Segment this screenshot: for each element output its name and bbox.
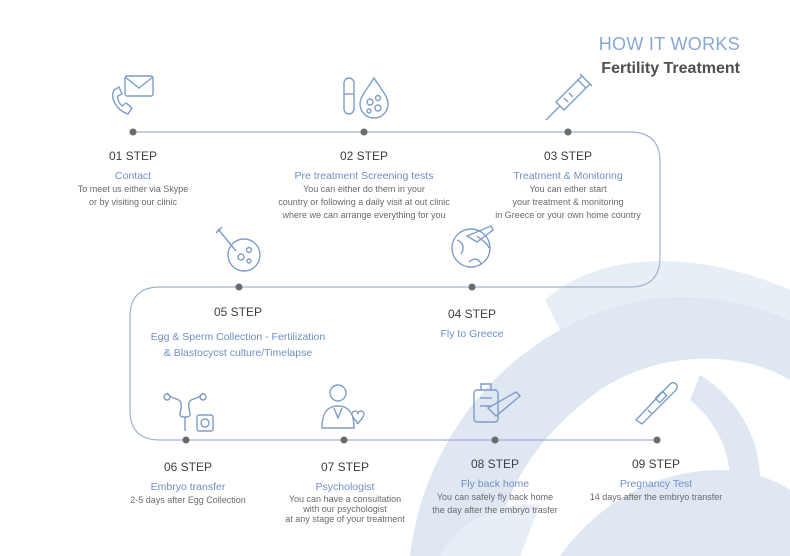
phone-mail-icon <box>112 75 154 115</box>
timeline-dot-2 <box>360 128 368 136</box>
timeline-dot-5 <box>235 283 243 291</box>
test-tube-icon <box>343 76 389 119</box>
timeline-dot-7 <box>340 436 348 444</box>
step-number: 07 STEP <box>320 460 370 474</box>
uterus-icon <box>163 392 214 432</box>
step-desc: your treatment & monitoring <box>512 197 624 207</box>
step-title: Fly back home <box>460 478 530 490</box>
step-title: Pregnancy Test <box>619 478 693 490</box>
step-desc: at any stage of your treatment <box>285 514 405 524</box>
globe-plane-icon <box>451 225 494 268</box>
step-5: 05 STEP Egg & Sperm Collection - Fertili… <box>151 305 326 361</box>
step-3: 03 STEP Treatment & Monitoring You can e… <box>495 149 641 222</box>
step-title: Embryo transfer <box>150 481 226 493</box>
step-desc: where we can arrange everything for you <box>282 210 446 220</box>
step-number: 01 STEP <box>108 149 158 163</box>
petri-dish-icon <box>215 226 261 272</box>
timeline-dot-1 <box>129 128 137 136</box>
step-8: 08 STEP Fly back home You can safely fly… <box>432 457 558 517</box>
step-6: 06 STEP Embryo transfer 2-5 days after E… <box>130 460 246 507</box>
step-number: 06 STEP <box>163 460 213 474</box>
step-desc: To meet us either via Skype <box>77 184 189 194</box>
step-desc: in Greece or your own home country <box>495 210 641 220</box>
step-desc: or by visiting our clinic <box>88 197 178 207</box>
timeline-path <box>129 131 661 441</box>
step-1: 01 STEP Contact To meet us either via Sk… <box>78 149 189 209</box>
step-9: 09 STEP Pregnancy Test 14 days after the… <box>590 457 723 504</box>
page-title: Fertility Treatment <box>601 60 740 77</box>
pregnancy-test-icon <box>634 381 679 425</box>
step-number: 02 STEP <box>339 149 389 163</box>
step-desc: You can have a consultation <box>288 494 402 504</box>
step-title: Treatment & Monitoring <box>513 170 623 182</box>
step-4: 04 STEP Fly to Greece <box>440 307 503 341</box>
timeline-dot-3 <box>564 128 572 136</box>
timeline-dot-6 <box>182 436 190 444</box>
luggage-plane-icon <box>473 383 522 423</box>
watermark-logo <box>410 261 790 556</box>
step-7: 07 STEP Psychologist You can have a cons… <box>285 460 405 524</box>
step-number: 03 STEP <box>543 149 593 163</box>
step-title: Psychologist <box>315 481 375 493</box>
step-title: Pre treatment Screening tests <box>294 170 434 182</box>
step-number: 09 STEP <box>631 457 681 471</box>
timeline-dot-4 <box>468 283 476 291</box>
step-2: 02 STEP Pre treatment Screening tests Yo… <box>278 149 450 222</box>
step-desc: 14 days after the embryo transfer <box>589 492 723 502</box>
step-desc: 2-5 days after Egg Collection <box>130 495 246 505</box>
timeline-dot-9 <box>653 436 661 444</box>
step-desc: You can safely fly back home <box>436 492 554 502</box>
psychologist-icon <box>321 384 365 429</box>
step-title: Egg & Sperm Collection - Fertilization <box>150 331 326 343</box>
syringe-icon <box>545 73 593 121</box>
step-desc: country or following a daily visit at ou… <box>278 197 450 207</box>
step-title-line2: & Blastocycst culture/Timelapse <box>163 347 313 359</box>
page-eyebrow: HOW IT WORKS <box>598 34 740 54</box>
step-desc: with our psychologist <box>303 504 387 514</box>
timeline-dot-8 <box>491 436 499 444</box>
step-title: Fly to Greece <box>440 328 504 340</box>
step-number: 08 STEP <box>470 457 520 471</box>
step-number: 05 STEP <box>213 305 263 319</box>
step-title: Contact <box>114 170 152 182</box>
step-number: 04 STEP <box>447 307 497 321</box>
step-desc: You can either start <box>529 184 607 194</box>
step-desc: the day after the embryo trasfer <box>432 505 558 515</box>
step-desc: You can either do them in your <box>303 184 425 194</box>
